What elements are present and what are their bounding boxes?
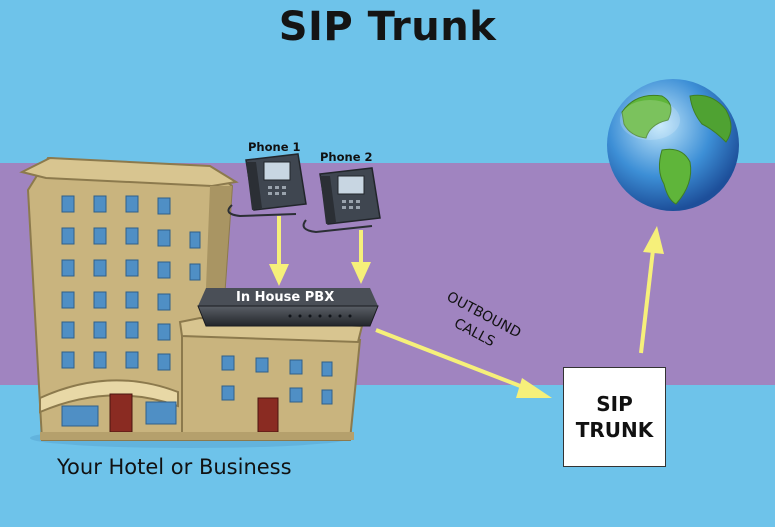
pbx-label: In House PBX bbox=[236, 290, 335, 305]
page-title: SIP Trunk bbox=[278, 4, 497, 50]
phone-1-label: Phone 1 bbox=[248, 140, 301, 154]
arrow-pbx-to-trunk bbox=[375, 328, 529, 391]
arrowhead-trunk bbox=[516, 378, 552, 398]
desk-phone-icon bbox=[227, 153, 307, 218]
arrowhead-globe bbox=[643, 226, 664, 254]
sip-trunk-line-2: TRUNK bbox=[575, 418, 654, 442]
arrow-trunk-to-globe bbox=[639, 249, 655, 354]
arrowhead-phone1 bbox=[269, 264, 289, 286]
hotel-label: Your Hotel or Business bbox=[57, 455, 292, 479]
sip-trunk-box: SIP TRUNK bbox=[563, 367, 666, 467]
desk-phone-icon bbox=[302, 167, 381, 234]
sip-trunk-line-1: SIP bbox=[596, 392, 633, 416]
phone-2-label: Phone 2 bbox=[320, 150, 373, 164]
pbx-device-icon bbox=[197, 288, 379, 327]
flow-arrows bbox=[269, 216, 664, 398]
globe-icon bbox=[607, 79, 739, 211]
arrowhead-phone2 bbox=[351, 262, 371, 284]
